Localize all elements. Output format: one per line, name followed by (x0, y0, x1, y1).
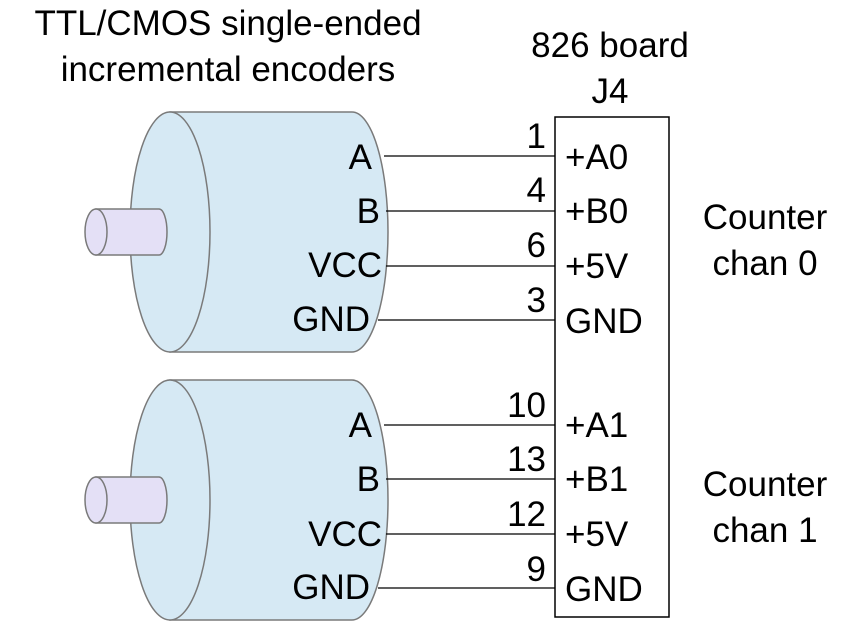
enc1-signal-a: A (349, 406, 373, 445)
enc0-pin-vcc: 6 (527, 226, 546, 265)
enc0-signal-gnd: GND (292, 300, 370, 339)
encoder-0-body (169, 111, 389, 353)
j4-label-b1: +B1 (565, 460, 628, 499)
diagram-title-line-1: TTL/CMOS single-ended (34, 4, 421, 43)
enc0-pin-b: 4 (527, 171, 546, 210)
j4-label-a0: +A0 (565, 138, 628, 177)
enc1-pin-b: 13 (507, 440, 546, 479)
enc1-pin-a: 10 (507, 386, 546, 425)
encoder-0 (84, 111, 389, 353)
encoder-1-body (169, 379, 389, 621)
j4-label-a1: +A1 (565, 406, 628, 445)
enc0-signal-vcc: VCC (308, 246, 382, 285)
encoder-1-shaft (95, 476, 168, 524)
enc1-pin-gnd: 9 (527, 550, 546, 589)
enc0-pin-a: 1 (527, 117, 546, 156)
counter-chan-1-line-1: Counter (703, 465, 828, 504)
enc0-pin-gnd: 3 (527, 281, 546, 320)
enc1-signal-gnd: GND (292, 568, 370, 607)
counter-chan-0-line-1: Counter (703, 198, 828, 237)
j4-label-gnd-1: GND (565, 570, 643, 609)
enc1-signal-vcc: VCC (308, 515, 382, 554)
diagram-title-line-2: incremental encoders (61, 50, 396, 89)
encoder-0-shaft-end (84, 208, 108, 256)
enc1-signal-b: B (357, 460, 380, 499)
encoder-0-shaft (95, 208, 168, 256)
j4-label-5v-1: +5V (565, 515, 629, 554)
board-title-line-2: J4 (592, 72, 629, 111)
connector-j4 (554, 116, 670, 618)
j4-label-b0: +B0 (565, 192, 628, 231)
counter-chan-1-line-2: chan 1 (712, 511, 817, 550)
j4-label-gnd-0: GND (565, 302, 643, 341)
enc0-signal-b: B (357, 192, 380, 231)
counter-chan-0-line-2: chan 0 (712, 244, 817, 283)
j4-label-5v-0: +5V (565, 247, 629, 286)
encoder-0-wiring: A B VCC GND 1 4 6 3 +A0 +B0 +5V GND Coun… (292, 117, 827, 341)
encoder-1-shaft-end (84, 476, 108, 524)
board-title-line-1: 826 board (531, 26, 689, 65)
enc1-pin-vcc: 12 (507, 495, 546, 534)
encoder-1 (84, 379, 389, 621)
enc0-signal-a: A (349, 138, 373, 177)
encoder-1-wiring: A B VCC GND 10 13 12 9 +A1 +B1 +5V GND C… (292, 386, 827, 609)
